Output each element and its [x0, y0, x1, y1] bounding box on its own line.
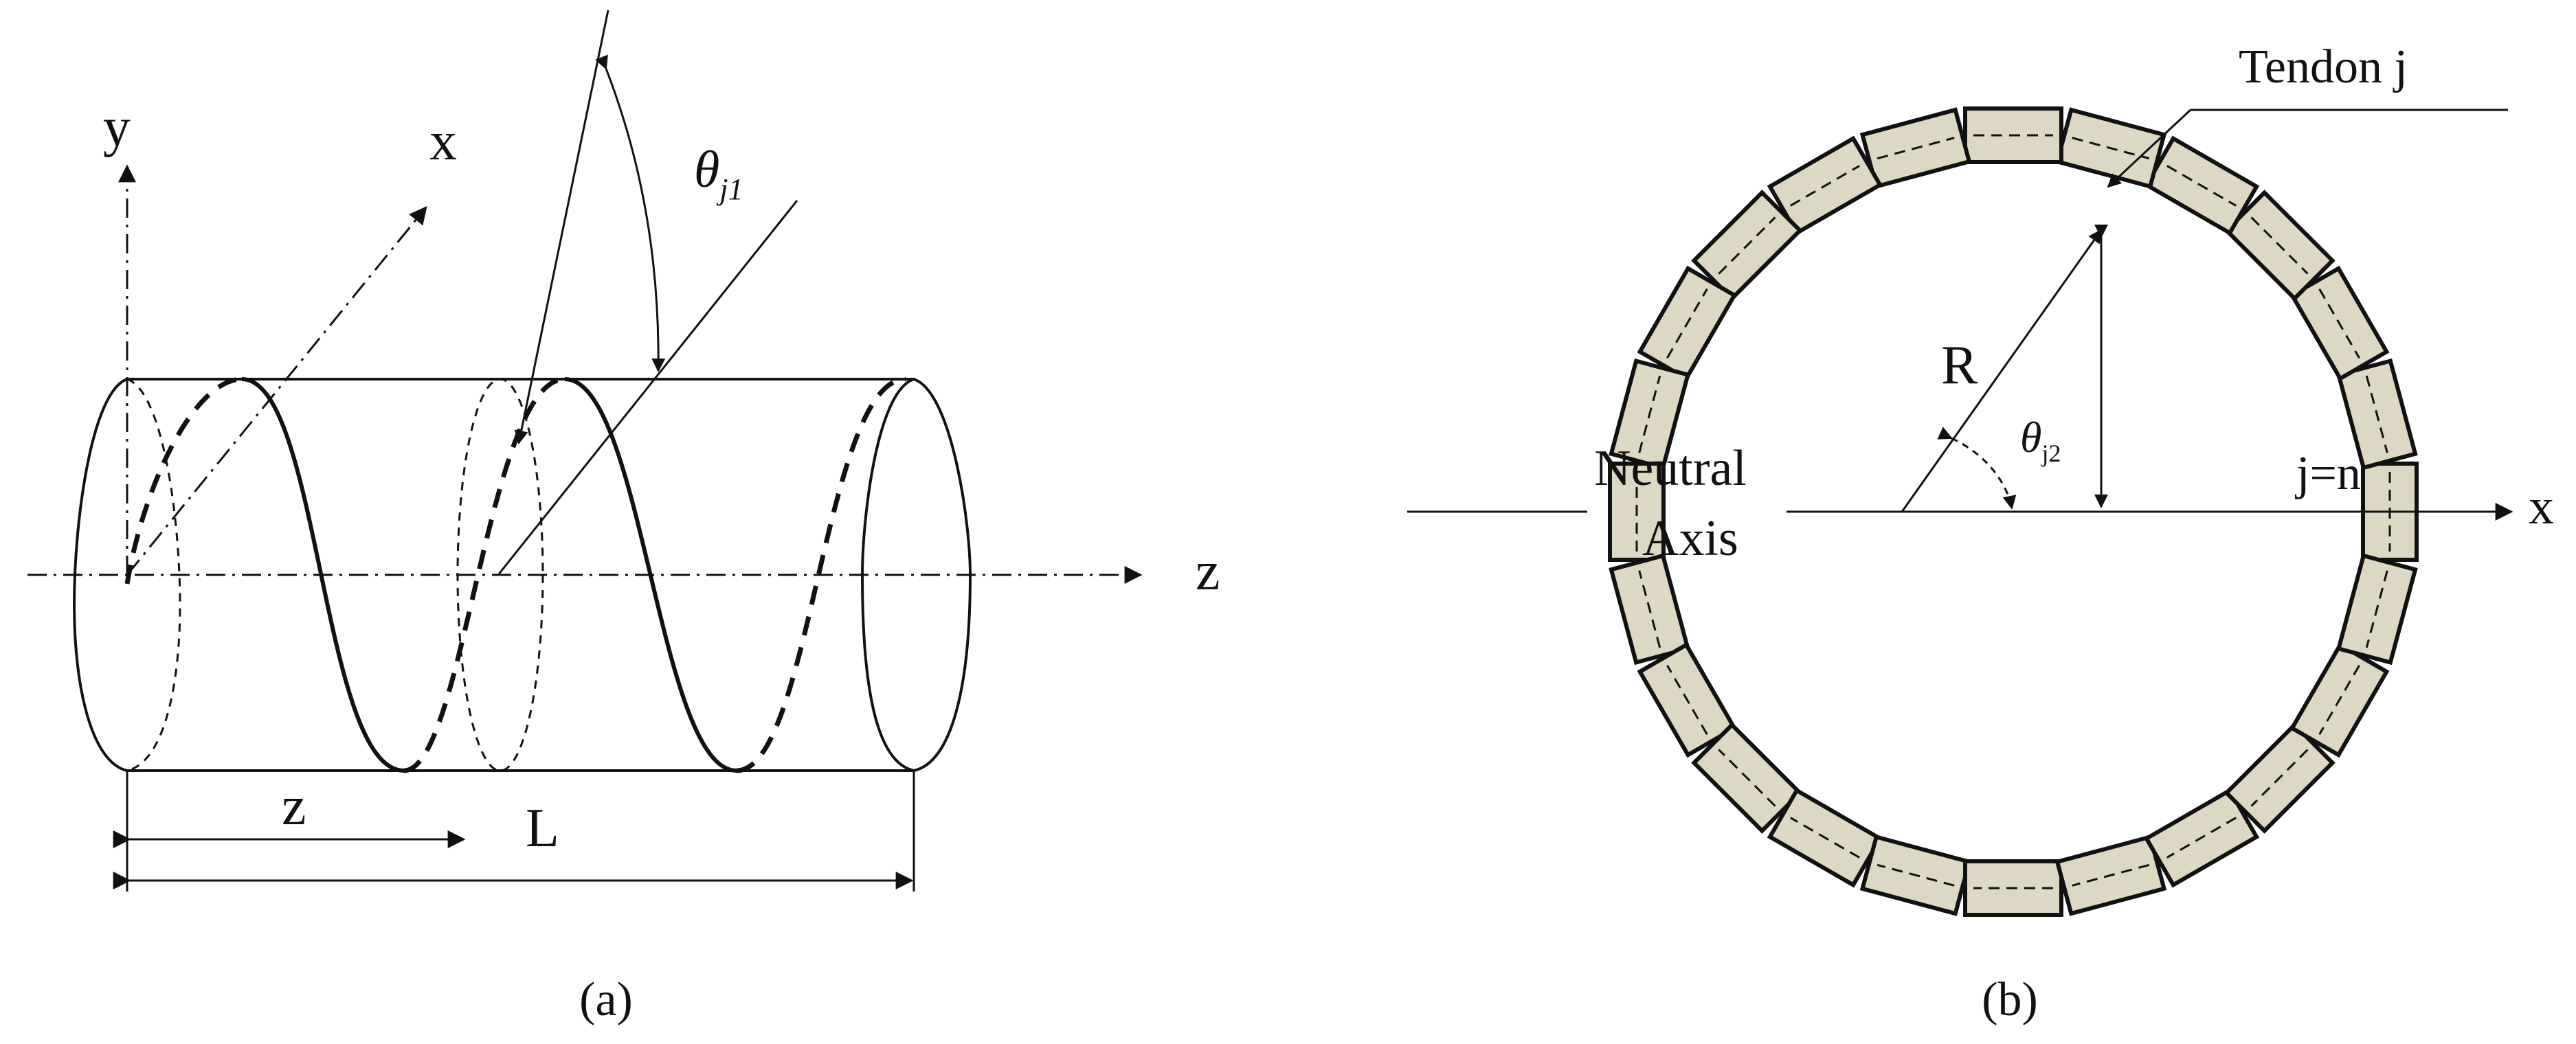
tendon-element [2143, 787, 2260, 888]
tendon-ring [1608, 106, 2419, 917]
tendon-centerline [2166, 165, 2237, 207]
tendon-centerline [1638, 570, 1661, 648]
dim-L-label: L [526, 798, 559, 859]
tendon-element [1963, 859, 2063, 917]
caption-a: (a) [579, 973, 633, 1026]
tendon-element [2054, 107, 2167, 190]
tendon-centerline [1666, 288, 1708, 359]
tendon-element [2289, 265, 2390, 382]
tendon-element [1608, 462, 1666, 562]
j-equals-n-label: j=n [2294, 447, 2361, 500]
angle-arc [595, 54, 666, 372]
tendon-element [1859, 107, 1972, 190]
theta-j1-label: θj1 [694, 141, 743, 206]
cylinder-right-end [860, 377, 972, 773]
tendon-element [2336, 358, 2418, 470]
cylinder-left-end [72, 378, 128, 772]
panel-b-cross-section: Tendon j R θj2 Neutral Axis j=n x (b) [1407, 41, 2554, 1026]
tendon-centerline [2250, 216, 2309, 275]
tendon-element [2224, 722, 2336, 834]
tendon-centerline [1638, 375, 1661, 453]
tendon-element [1609, 358, 1691, 470]
radius-label: R [1941, 335, 1978, 396]
neutral-label-line2: Axis [1642, 510, 1738, 567]
tendon-element [2143, 135, 2260, 236]
helix-back-1 [124, 376, 243, 585]
tendon-label: Tendon j [2239, 41, 2408, 93]
radius-line [1901, 229, 2103, 512]
tendon-centerline [1790, 817, 1860, 859]
tendon-centerline [2318, 288, 2360, 359]
tendon-element [2289, 642, 2390, 758]
tendon-centerline [1718, 749, 1776, 807]
panel-a-helix-cylinder: y x z θj1 z L (a) [27, 10, 1220, 1026]
tendon-centerline [1877, 863, 1955, 887]
helix-back-3 [736, 376, 906, 773]
helix-back-2 [403, 376, 565, 773]
angle-ray-axis [497, 200, 798, 576]
tendon-element [2224, 190, 2336, 302]
neutral-label-line1: Neutral [1594, 440, 1747, 497]
tendon-element [1767, 787, 1883, 888]
tendon-element [1963, 106, 2063, 164]
angle-arc-j2 [1937, 427, 2017, 510]
tendon-element [2054, 834, 2167, 916]
tendon-element [1637, 642, 1738, 758]
tendon-element [1609, 553, 1691, 666]
tendon-centerline [2365, 375, 2388, 453]
tendon-centerline [2072, 137, 2150, 160]
tendon-element [1691, 190, 1803, 302]
tendon-centerline [1666, 665, 1708, 735]
tendon-centerline [1718, 216, 1776, 275]
theta-symbol: θ [694, 141, 719, 198]
theta-symbol-b: θ [2020, 413, 2041, 462]
tendon-centerline [1790, 165, 1860, 207]
x-axis-line [126, 205, 427, 576]
tendon-element [1637, 265, 1738, 382]
tendon-element [1859, 834, 1972, 916]
tendon-element [2336, 553, 2418, 666]
axis-z-label: z [1196, 541, 1220, 602]
tendon-element [1691, 722, 1803, 834]
dim-z-label: z [282, 776, 306, 837]
theta-subscript-b: j2 [2040, 440, 2061, 467]
axis-x-label: x [429, 111, 457, 172]
tendon-element [1767, 135, 1883, 236]
tendon-centerline [2318, 665, 2360, 735]
tendon-centerline [2250, 749, 2309, 807]
tendon-centerline [2365, 570, 2388, 648]
tendon-pointer-arrow [2107, 109, 2192, 188]
tendon-centerline [1877, 137, 1955, 160]
theta-subscript: j1 [716, 172, 743, 206]
axis-y-label: y [103, 98, 131, 158]
theta-j2-label: θj2 [2020, 413, 2061, 467]
tendon-centerline [2072, 863, 2150, 887]
tendon-centerline [2166, 817, 2237, 859]
caption-b: (b) [1982, 973, 2038, 1026]
angle-ray-steep [514, 10, 609, 444]
cylinder-left-end-hidden [126, 378, 181, 772]
axis-x-label-b: x [2529, 479, 2554, 535]
